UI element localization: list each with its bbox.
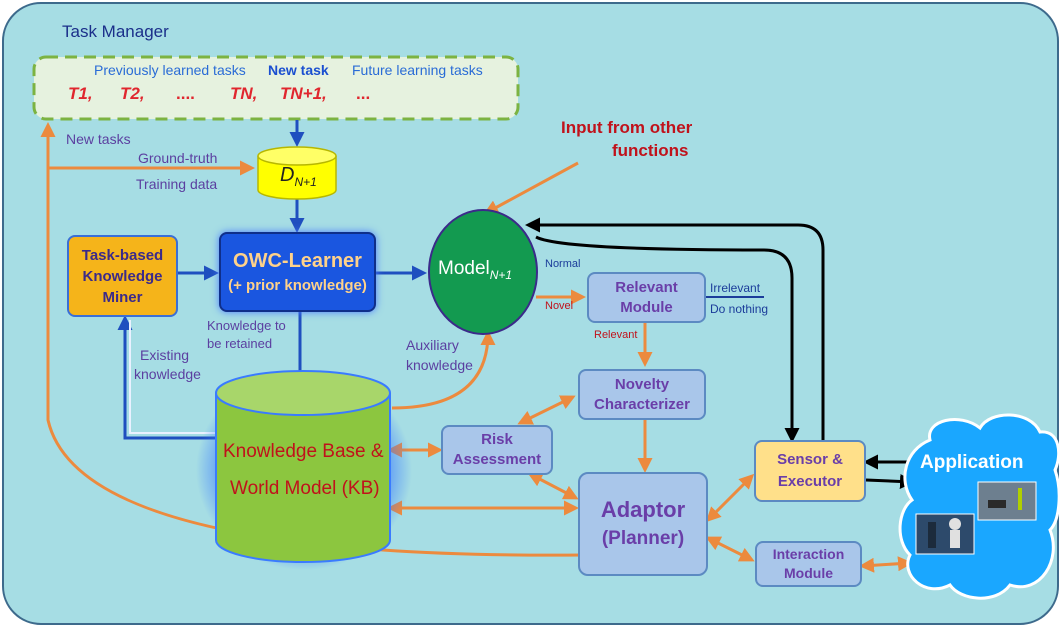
existing-knowledge-arrow: [117, 315, 216, 440]
task-ellipsis-1: ....: [176, 84, 195, 103]
knowledge-retained-label-2: be retained: [207, 336, 273, 351]
application-cloud: [898, 413, 1061, 600]
knowledge-retained-label-1: Knowledge to: [207, 318, 286, 333]
interaction-module-box: Interaction Module: [755, 541, 862, 587]
previous-tasks-label: Previously learned tasks: [94, 62, 246, 78]
do-nothing-label: Do nothing: [710, 302, 769, 316]
novelty-line-2: Characterizer: [594, 395, 690, 413]
task-t1: T1,: [68, 84, 93, 103]
input-other-label: Input from other: [561, 118, 693, 137]
robot-image: [915, 513, 975, 555]
novel-label: Novel: [545, 300, 574, 312]
auxiliary-knowledge-label-1: Auxiliary: [406, 337, 459, 353]
existing-knowledge-arrow-inner: [129, 320, 216, 434]
adaptor-sensor-arrow: [705, 473, 755, 523]
sensor-model-arrow: [525, 217, 825, 440]
auxiliary-knowledge-label-2: knowledge: [406, 357, 473, 373]
task-manager-title: Task Manager: [62, 22, 169, 41]
loop-arrow-new-tasks: [40, 122, 586, 557]
irrelevant-label: Irrelevant: [710, 281, 761, 295]
new-task-label: New task: [268, 62, 329, 78]
miner-line-3: Miner: [102, 288, 143, 306]
risk-line-1: Risk: [481, 431, 513, 448]
task-tn: TN,: [230, 84, 258, 103]
kb-line-2: World Model (KB): [230, 478, 380, 499]
input-other-label-2: functions: [612, 141, 689, 160]
risk-line-2: Assessment: [452, 451, 542, 468]
model-node: [428, 209, 538, 335]
novelty-characterizer-box: Novelty Characterizer: [578, 369, 706, 420]
existing-knowledge-label-2: knowledge: [134, 366, 201, 382]
future-tasks-label: Future learning tasks: [352, 62, 483, 78]
task-ellipsis-2: ...: [356, 84, 371, 103]
existing-knowledge-label-1: Existing: [140, 347, 190, 363]
interaction-line-2: Module: [784, 565, 833, 581]
relevant-module-box: Relevant Module: [587, 272, 706, 323]
sensor-line-2: Executor: [777, 473, 843, 490]
adaptor-interaction-arrow: [705, 536, 755, 562]
risk-adaptor-arrow: [527, 472, 579, 500]
miner-line-2: Knowledge: [82, 267, 163, 285]
adaptor-line-2: (Planner): [601, 528, 685, 549]
interaction-app-arrow: [859, 556, 913, 573]
novelty-risk-arrow: [517, 395, 576, 425]
model-sensor-arrow: [535, 235, 800, 443]
adaptor-planner-box: Adaptor (Planner): [578, 472, 708, 576]
street-image: [977, 481, 1037, 521]
knowledge-miner-box: Task-based Knowledge Miner: [67, 235, 178, 317]
learner-title: OWC-Learner: [233, 250, 362, 272]
auxiliary-arrow: [391, 330, 496, 410]
model-label: ModelN+1: [438, 258, 513, 282]
owc-learner-box: OWC-Learner (+ prior knowledge): [219, 232, 376, 312]
task-t2: T2,: [120, 84, 145, 103]
task-strip: [32, 55, 520, 121]
novelty-line-1: Novelty: [614, 375, 670, 393]
adaptor-line-1: Adaptor: [600, 497, 686, 522]
dataset-cylinder: [257, 146, 337, 200]
sensor-line-1: Sensor &: [777, 451, 843, 468]
application-label: Application: [920, 452, 1024, 473]
knowledge-base-cylinder: [196, 370, 412, 570]
training-data-label: Training data: [136, 176, 218, 192]
interaction-line-1: Interaction: [772, 546, 845, 562]
miner-line-1: Task-based: [81, 246, 164, 264]
input-other-arrow: [483, 161, 579, 215]
new-tasks-label: New tasks: [66, 131, 131, 147]
sensor-executor-box: Sensor & Executor: [754, 440, 866, 502]
relevant-module-line-2: Module: [620, 298, 673, 316]
kb-line-1: Knowledge Base &: [223, 441, 384, 462]
normal-label: Normal: [545, 258, 581, 270]
ground-truth-label: Ground-truth: [138, 150, 218, 166]
dataset-label: DN+1: [280, 164, 317, 189]
relevant-label: Relevant: [594, 329, 638, 341]
learner-subtitle: (+ prior knowledge): [228, 277, 367, 294]
risk-assessment-box: Risk Assessment: [441, 425, 553, 475]
task-tn1: TN+1,: [280, 84, 327, 103]
relevant-module-line-1: Relevant: [615, 278, 678, 296]
